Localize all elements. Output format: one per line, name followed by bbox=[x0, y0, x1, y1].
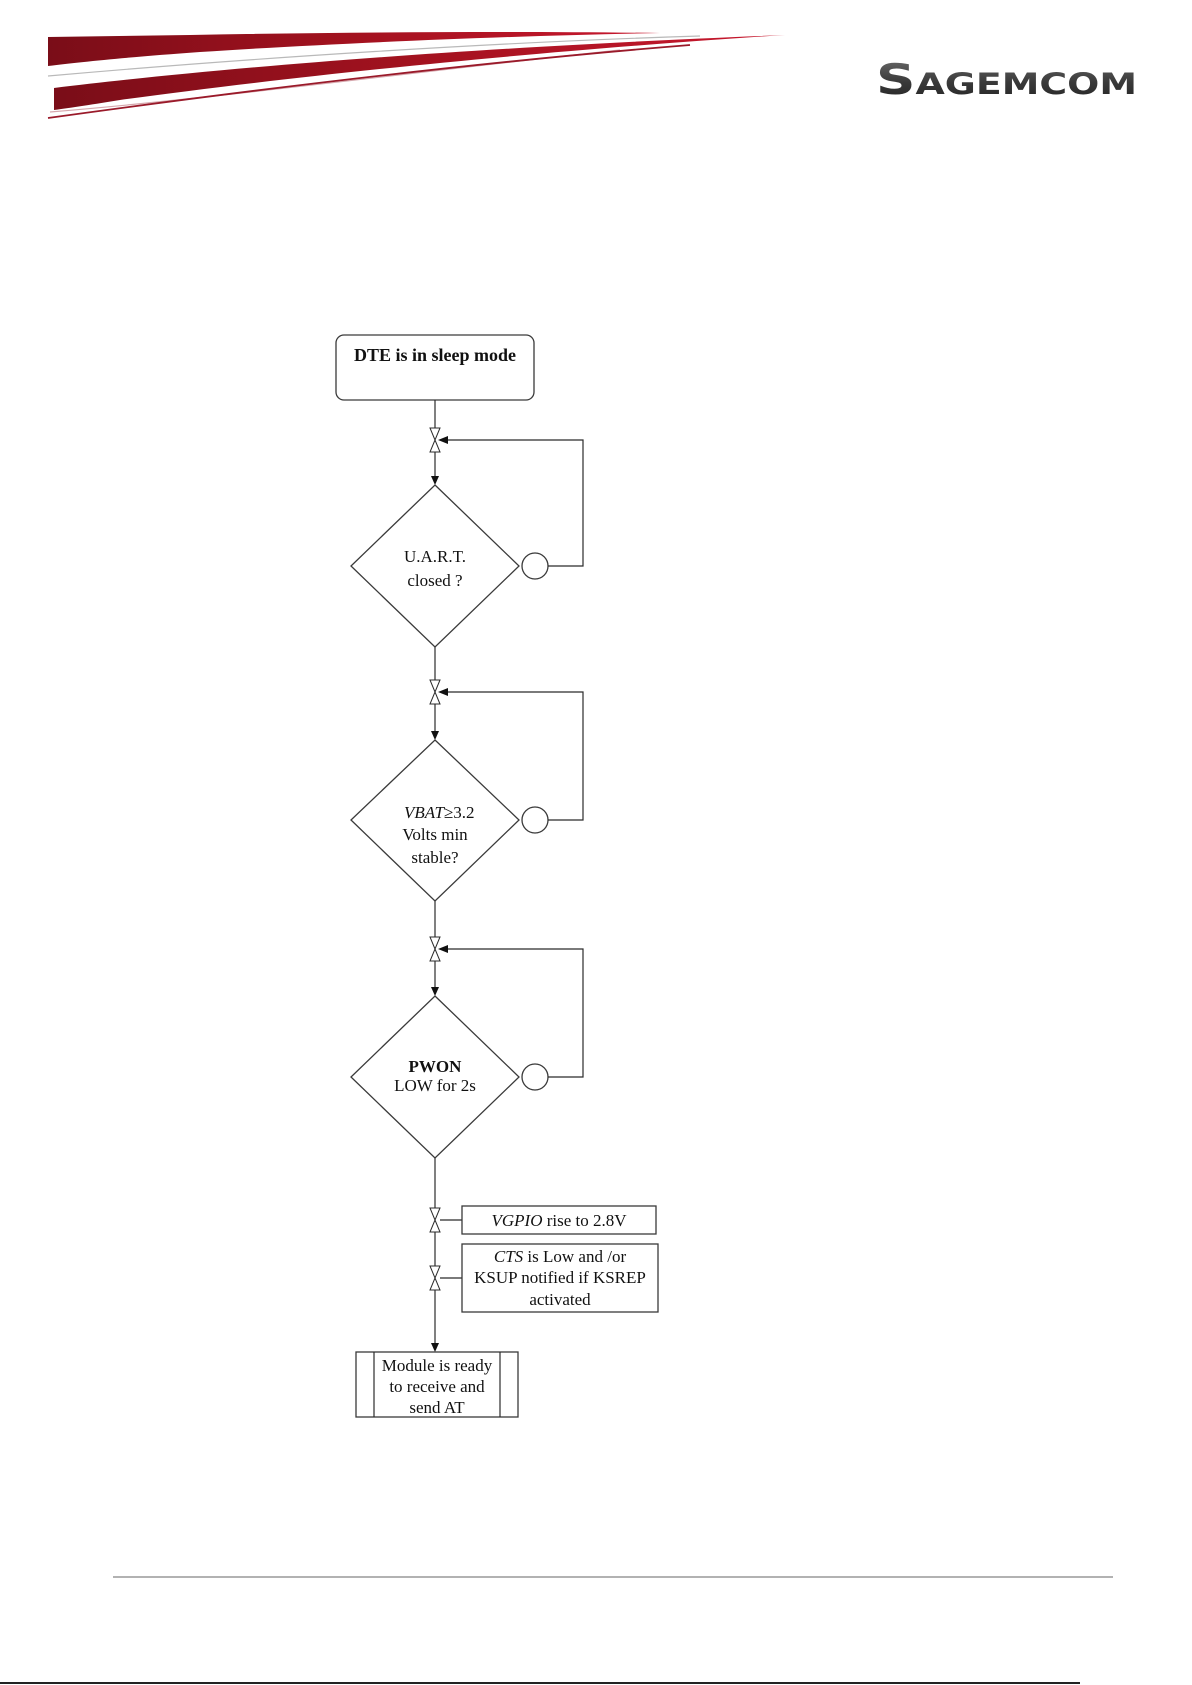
decision-2-vbat-value: ≥3.2 bbox=[444, 803, 475, 822]
arrowhead-down-3 bbox=[431, 987, 439, 996]
decision-2-line-2: Volts min bbox=[402, 825, 468, 844]
cts-box-line-3: activated bbox=[529, 1290, 591, 1309]
arrowhead-left-1 bbox=[438, 436, 448, 444]
header: Sagemcom bbox=[48, 32, 1137, 118]
valve-symbol-5 bbox=[430, 1266, 440, 1290]
cts-line-1-rest: is Low and /or bbox=[523, 1247, 626, 1266]
arrowhead-left-3 bbox=[438, 945, 448, 953]
no-branch-circle-3 bbox=[522, 1064, 548, 1090]
cts-box-line-2: KSUP notified if KSREP bbox=[474, 1268, 646, 1287]
vgpio-rest: rise to 2.8V bbox=[542, 1211, 627, 1230]
vgpio-italic: VGPIO bbox=[491, 1211, 542, 1230]
decision-3-line-1: PWON bbox=[409, 1057, 463, 1076]
decision-uart-closed bbox=[351, 485, 519, 647]
start-box-label: DTE is in sleep mode bbox=[354, 345, 516, 365]
decision-2-vbat-italic: VBAT bbox=[404, 803, 446, 822]
decision-3-line-2: LOW for 2s bbox=[394, 1076, 476, 1095]
arrowhead-down-4 bbox=[431, 1343, 439, 1352]
decision-2-line-3: stable? bbox=[411, 848, 458, 867]
no-branch-circle-1 bbox=[522, 553, 548, 579]
end-box-line-3: send AT bbox=[409, 1398, 465, 1417]
arrowhead-left-2 bbox=[438, 688, 448, 696]
end-box-line-1: Module is ready bbox=[382, 1356, 493, 1375]
decision-2-line-1: VBAT≥3.2 bbox=[374, 803, 496, 822]
cts-box-line-1: CTS is Low and /or bbox=[494, 1247, 627, 1266]
flowchart: DTE is in sleep mode U.A.R.T. closed ? V… bbox=[336, 335, 658, 1417]
decision-1-line-2: closed ? bbox=[407, 571, 462, 590]
no-branch-circle-2 bbox=[522, 807, 548, 833]
end-box-line-2: to receive and bbox=[389, 1377, 485, 1396]
arrowhead-down-2 bbox=[431, 731, 439, 740]
cts-italic: CTS bbox=[494, 1247, 524, 1266]
valve-symbol-4 bbox=[430, 1208, 440, 1232]
arrowhead-down-1 bbox=[431, 476, 439, 485]
decision-1-line-1: U.A.R.T. bbox=[404, 547, 466, 566]
sagemcom-logo: Sagemcom bbox=[876, 55, 1137, 104]
header-swoosh bbox=[48, 32, 785, 118]
vgpio-box-label: VGPIO rise to 2.8V bbox=[491, 1211, 627, 1230]
